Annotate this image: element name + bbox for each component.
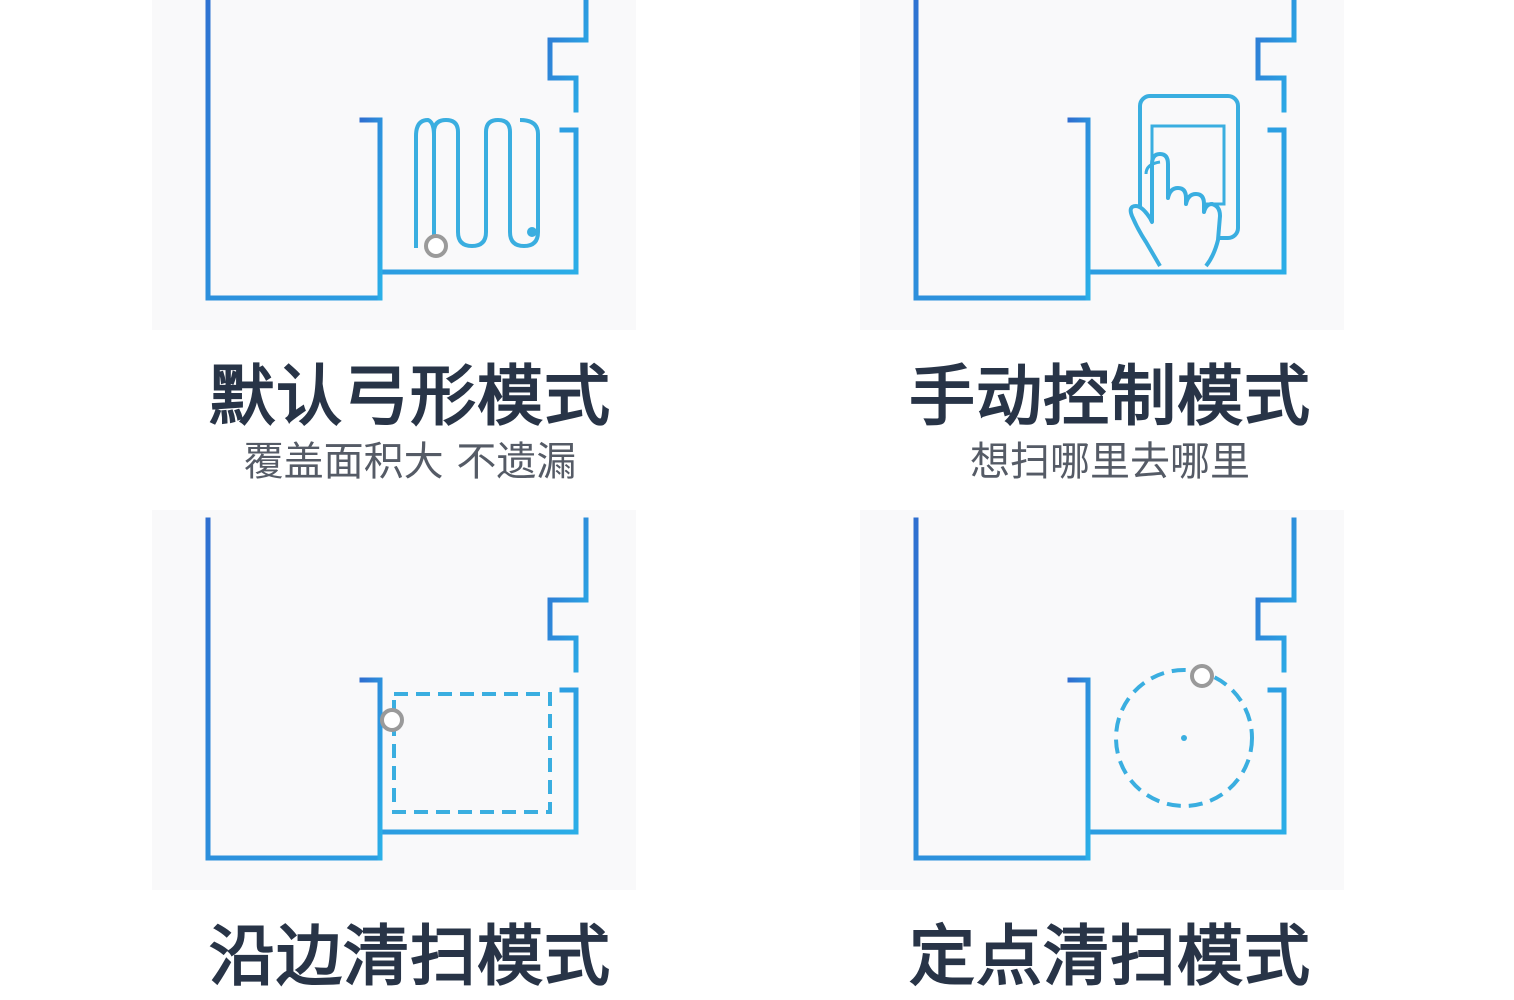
floor-plan-edge-icon — [152, 510, 636, 890]
mode-card-zigzag[interactable] — [152, 0, 636, 330]
mode-title: 沿边清扫模式 — [209, 918, 611, 995]
mode-card-spot[interactable] — [860, 510, 1344, 890]
mode-title: 手动控制模式 — [909, 358, 1311, 435]
floor-plan-manual-icon — [860, 0, 1344, 330]
mode-title: 默认弓形模式 — [209, 358, 611, 435]
mode-card-manual[interactable] — [860, 0, 1344, 330]
touch-control-icon — [1128, 94, 1240, 268]
floor-plan-zigzag-icon — [152, 0, 636, 330]
floor-plan-spot-icon — [860, 510, 1344, 890]
mode-card-edge[interactable] — [152, 510, 636, 890]
mode-title: 定点清扫模式 — [909, 918, 1311, 995]
mode-subtitle: 想扫哪里去哪里 — [970, 439, 1250, 485]
mode-subtitle: 覆盖面积大 不遗漏 — [243, 439, 577, 485]
